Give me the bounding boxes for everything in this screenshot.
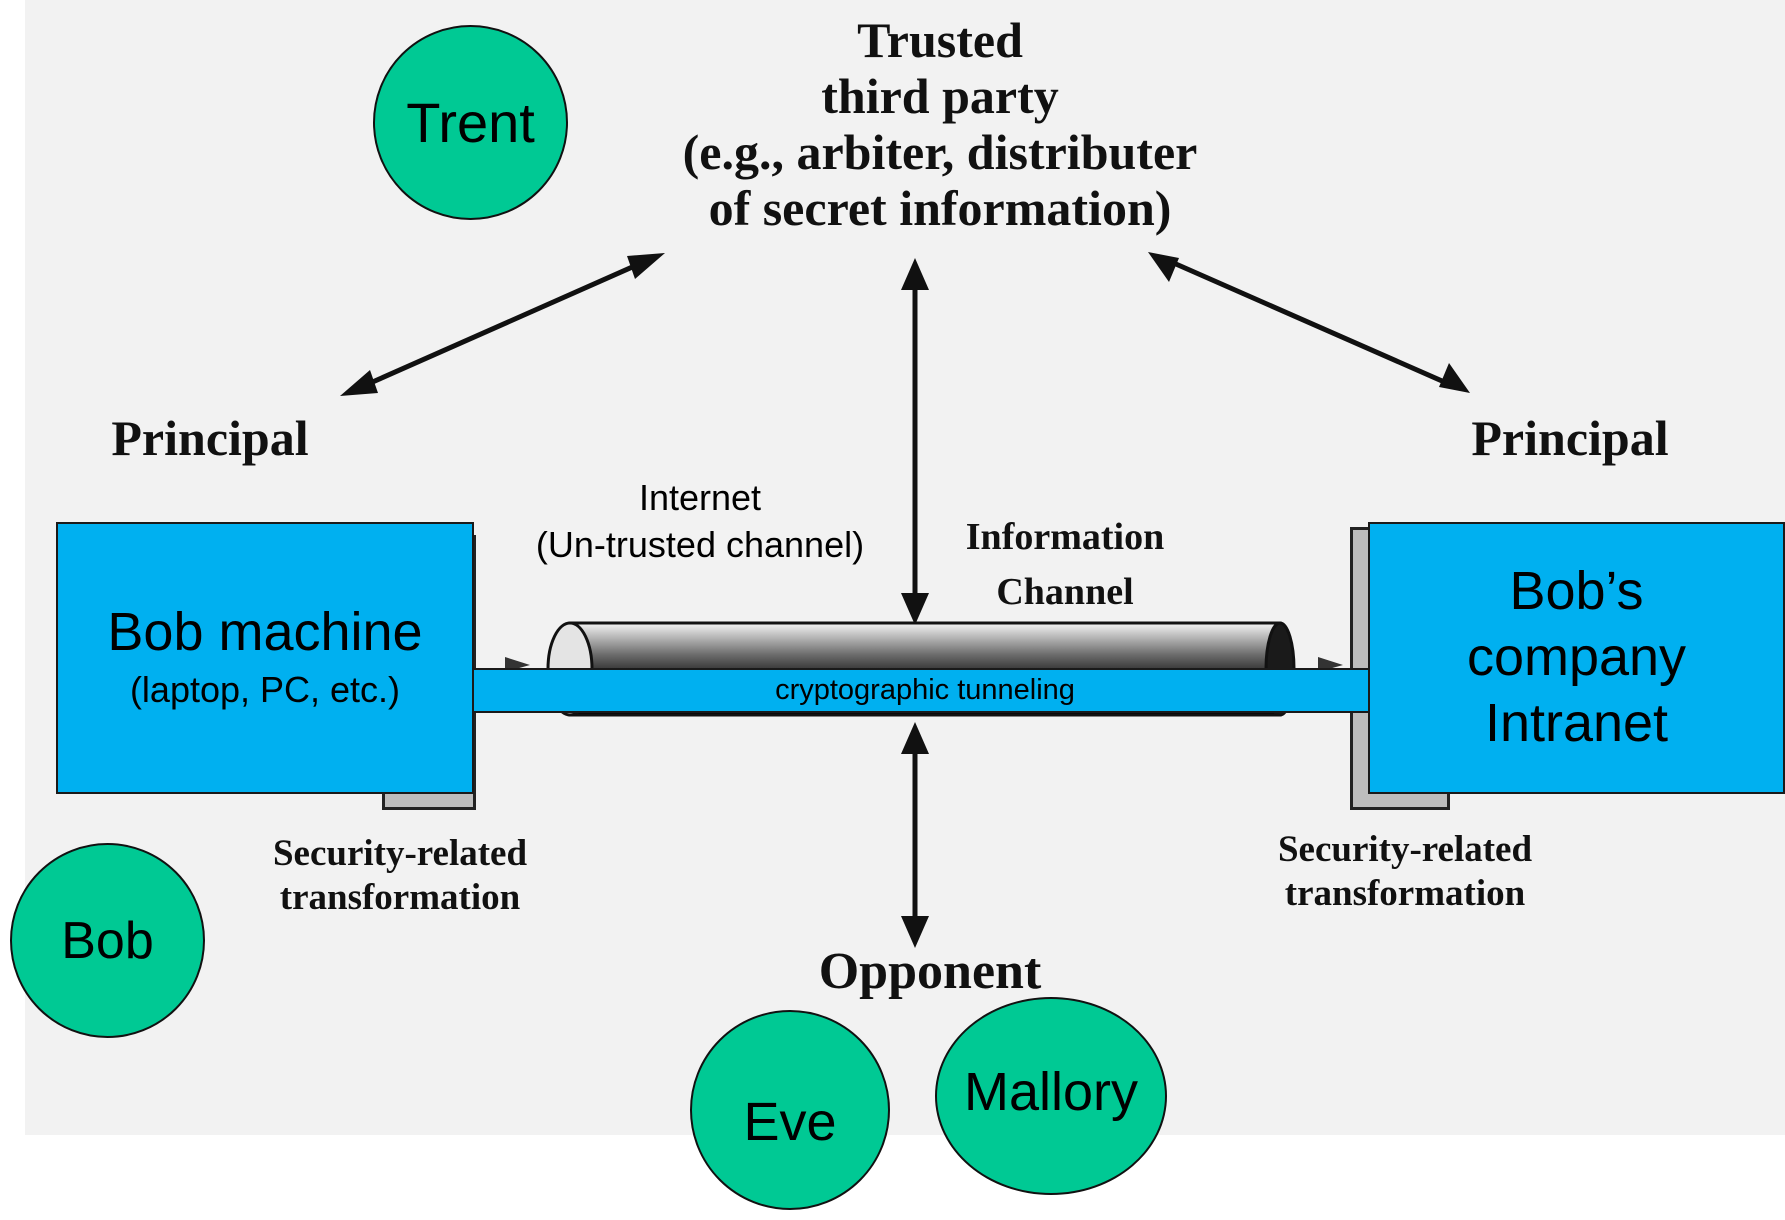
- trusted-line-1: Trusted: [857, 12, 1023, 68]
- trusted-line-4: of secret information): [708, 180, 1172, 236]
- eve-actor: Eve: [690, 1010, 890, 1210]
- principal-left-label: Principal: [111, 410, 309, 466]
- principal-right-label: Principal: [1471, 410, 1669, 466]
- information-channel-line-2: Channel: [996, 571, 1134, 614]
- security-left-line-2: transformation: [279, 877, 521, 919]
- internet-line-2: (Un-trusted channel): [535, 523, 865, 565]
- cryptographic-tunnel: cryptographic tunneling: [470, 668, 1380, 713]
- bob-actor: Bob: [10, 843, 205, 1038]
- security-right-label: Security-related transformation: [1215, 828, 1595, 917]
- tunnel-label: cryptographic tunneling: [775, 674, 1075, 706]
- trusted-channel-arrow: [901, 258, 929, 625]
- bob-label: Bob: [61, 911, 154, 970]
- right-trust-arrow: [1148, 252, 1470, 393]
- trent-actor: Trent: [373, 25, 568, 220]
- security-right-line-1: Security-related: [1277, 829, 1533, 870]
- trusted-line-3: (e.g., arbiter, distributer: [682, 124, 1198, 180]
- security-left-label: Security-related transformation: [210, 832, 590, 921]
- information-channel-line-1: Information: [965, 516, 1165, 558]
- trusted-line-2: third party: [821, 68, 1059, 124]
- opponent-label: Opponent: [818, 943, 1042, 1000]
- bob-company-line-3: Intranet: [1484, 692, 1669, 753]
- information-channel-label: Information Channel: [920, 510, 1210, 620]
- bob-company-line-1: Bob’s: [1509, 561, 1644, 622]
- mallory-actor: Mallory: [935, 997, 1167, 1195]
- bob-company-box: Bob’s company Intranet: [1368, 522, 1785, 794]
- bob-machine-box: Bob machine (laptop, PC, etc.): [56, 522, 474, 794]
- trent-label: Trent: [406, 91, 535, 154]
- internet-label: Internet (Un-trusted channel): [490, 475, 910, 569]
- opponent-channel-arrow: [901, 722, 929, 948]
- mallory-label: Mallory: [963, 1062, 1139, 1122]
- security-left-line-1: Security-related: [272, 833, 528, 874]
- eve-label: Eve: [743, 1092, 837, 1152]
- bob-machine-title: Bob machine: [107, 602, 423, 663]
- trusted-third-party-label: Trusted third party (e.g., arbiter, dist…: [560, 12, 1320, 236]
- internet-line-1: Internet: [638, 477, 762, 518]
- security-right-line-2: transformation: [1284, 873, 1526, 915]
- left-trust-arrow: [340, 253, 665, 396]
- bob-company-line-2: company: [1466, 627, 1687, 688]
- bob-machine-subtitle: (laptop, PC, etc.): [129, 669, 401, 711]
